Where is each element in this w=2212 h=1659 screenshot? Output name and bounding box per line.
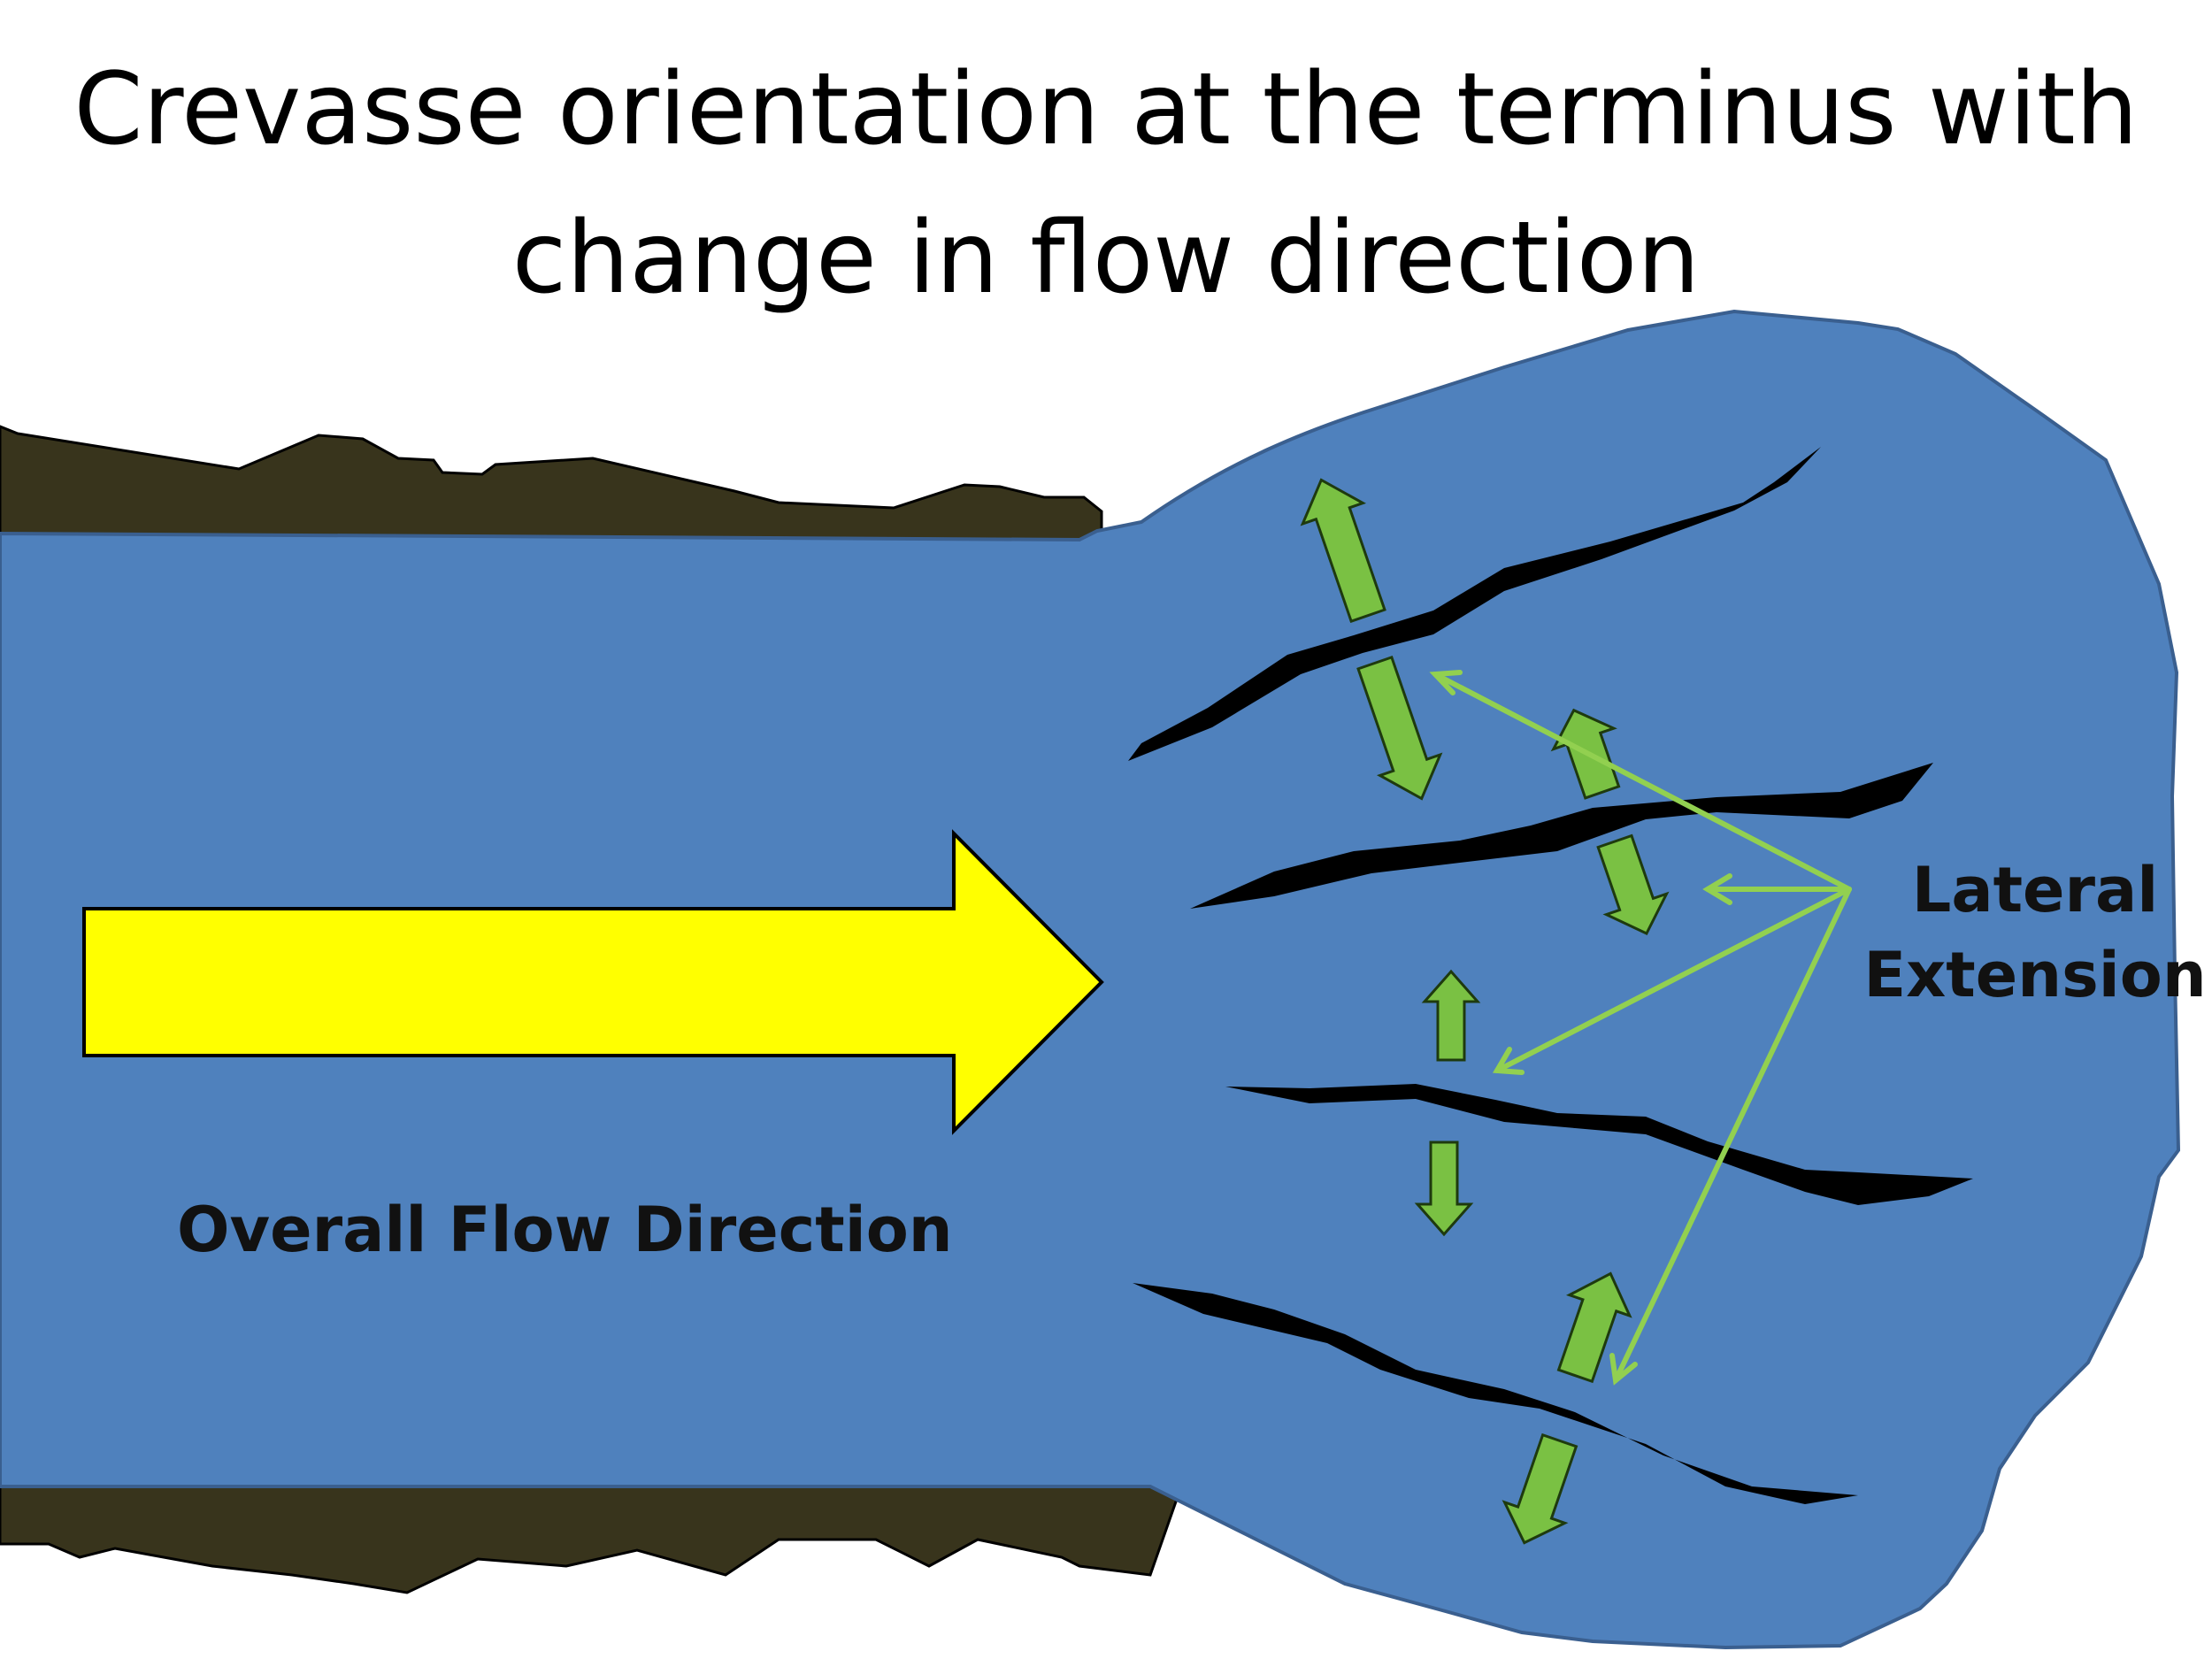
extension-arrow-3-down xyxy=(1414,1141,1474,1237)
pointer-head-1 xyxy=(1429,670,1463,695)
extension-arrows xyxy=(1300,478,1670,1545)
extension-arrow-2-down xyxy=(1596,833,1670,935)
pointer-line-4 xyxy=(1613,887,1852,1383)
diagram-title: Crevasse orientation at the terminus wit… xyxy=(0,35,2212,333)
valley-wall-top xyxy=(0,425,1103,546)
overall-flow-label: Overall Flow Direction xyxy=(177,1194,953,1266)
pointer-line-1 xyxy=(1432,672,1852,892)
crevasse-2 xyxy=(1190,763,1933,909)
pointer-head-4 xyxy=(1609,1353,1638,1386)
pointer-head-2 xyxy=(1702,873,1732,905)
pointer-head-3 xyxy=(1492,1047,1525,1075)
extension-arrow-1-up xyxy=(1300,478,1386,624)
extension-arrow-4-up xyxy=(1556,1271,1632,1384)
title-line-2: change in flow direction xyxy=(511,201,1701,316)
title-line-1: Crevasse orientation at the terminus wit… xyxy=(73,52,2139,167)
crevasse-3 xyxy=(1225,1084,1973,1205)
pointer-line-3 xyxy=(1494,887,1852,1073)
lateral-extension-line-2: Extension xyxy=(1863,939,2207,1011)
lateral-extension-pointers xyxy=(1429,670,1852,1386)
extension-arrow-1-down xyxy=(1356,655,1443,801)
extension-arrow-4-down xyxy=(1502,1432,1578,1545)
valley-wall-bottom xyxy=(0,1485,1184,1594)
crevasse-4 xyxy=(1133,1283,1858,1504)
extension-arrow-3-up xyxy=(1421,969,1481,1062)
overall-flow-arrow xyxy=(82,829,1104,1135)
lateral-extension-line-1: Lateral xyxy=(1911,854,2159,926)
lateral-extension-label: Lateral Extension xyxy=(1840,848,2212,1018)
crevasse-1 xyxy=(1128,447,1821,761)
